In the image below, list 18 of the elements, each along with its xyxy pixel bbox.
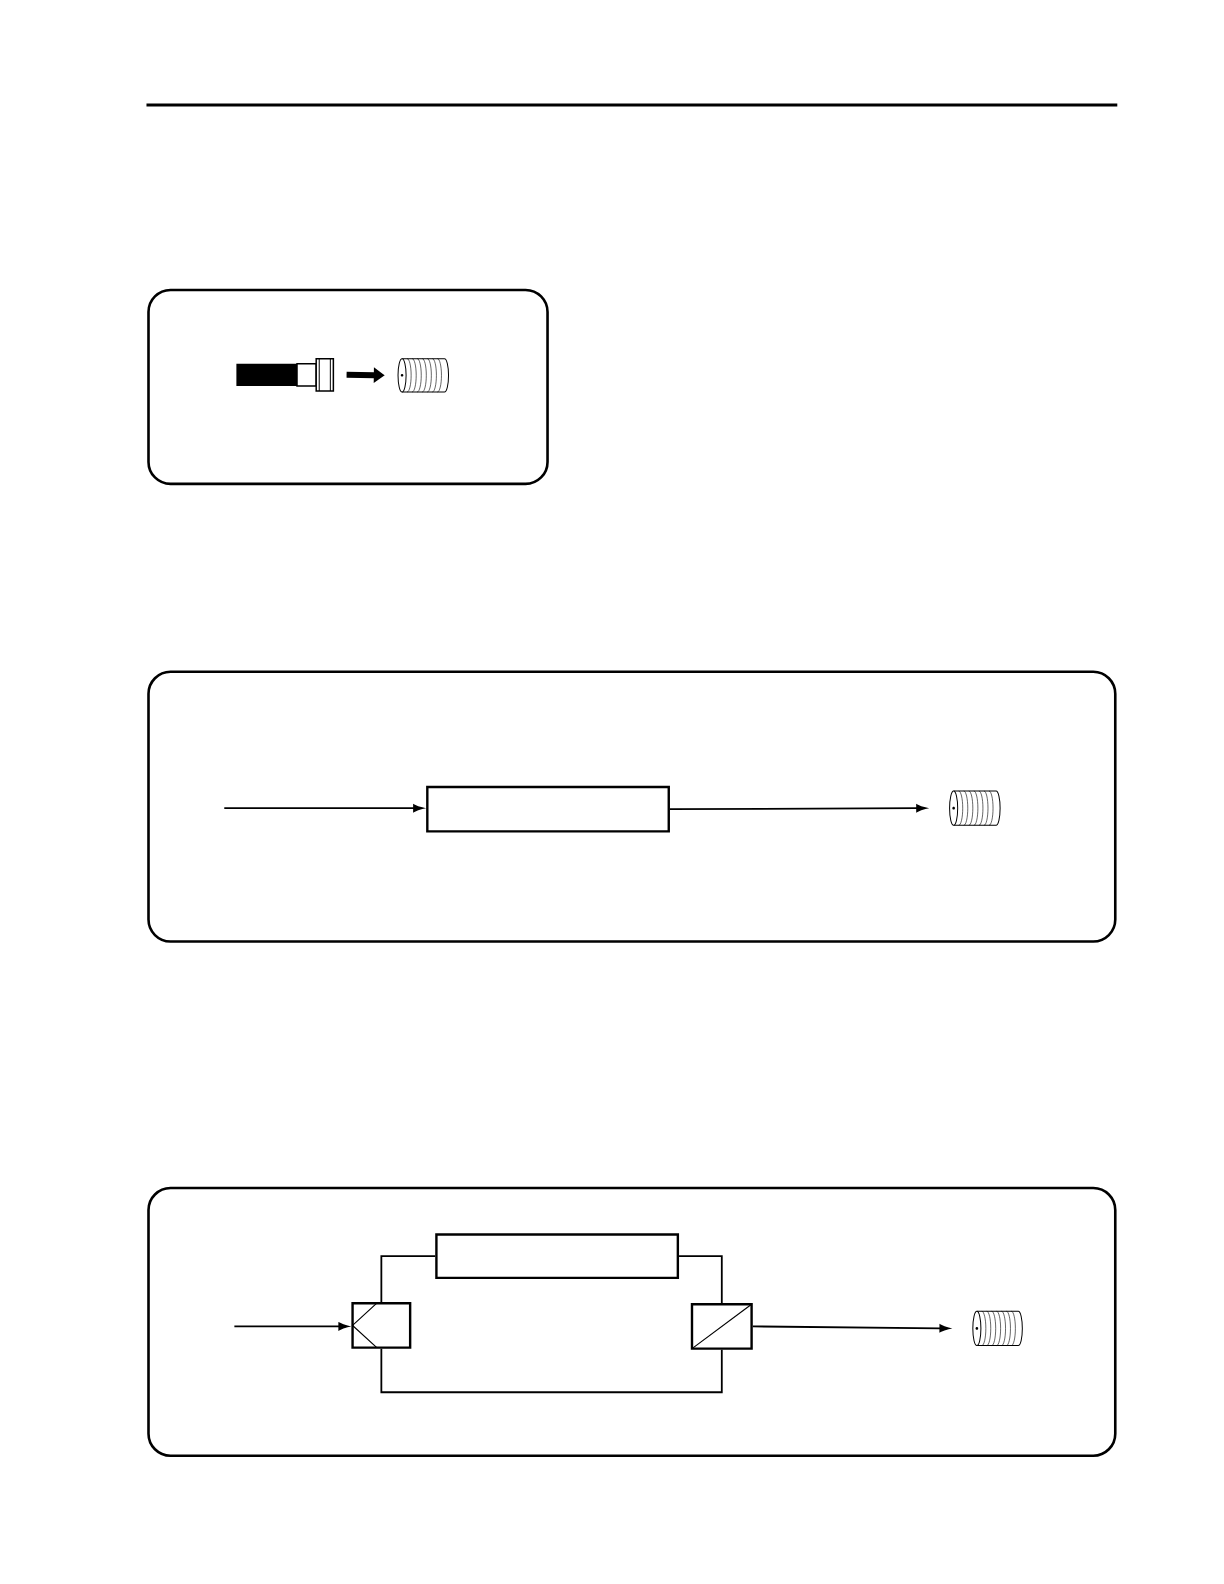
device-box (435, 1233, 679, 1280)
combiner-box (690, 1303, 753, 1350)
arrow (668, 804, 926, 813)
socket-drawing (397, 358, 449, 393)
socket-drawing (972, 1310, 1023, 1347)
device-box (425, 785, 670, 833)
arrow (223, 804, 423, 813)
connecting-line (380, 1255, 436, 1303)
connecting-line (380, 1347, 723, 1394)
connecting-line (678, 1255, 723, 1304)
arrow (751, 1324, 950, 1333)
rounded-panel (147, 670, 1117, 943)
cable-plug-drawing (236, 357, 334, 392)
socket-drawing (948, 790, 1001, 826)
rounded-panel (147, 288, 549, 486)
rounded-panel (147, 1186, 1117, 1457)
splitter-box (351, 1301, 412, 1349)
arrow (233, 1322, 349, 1331)
